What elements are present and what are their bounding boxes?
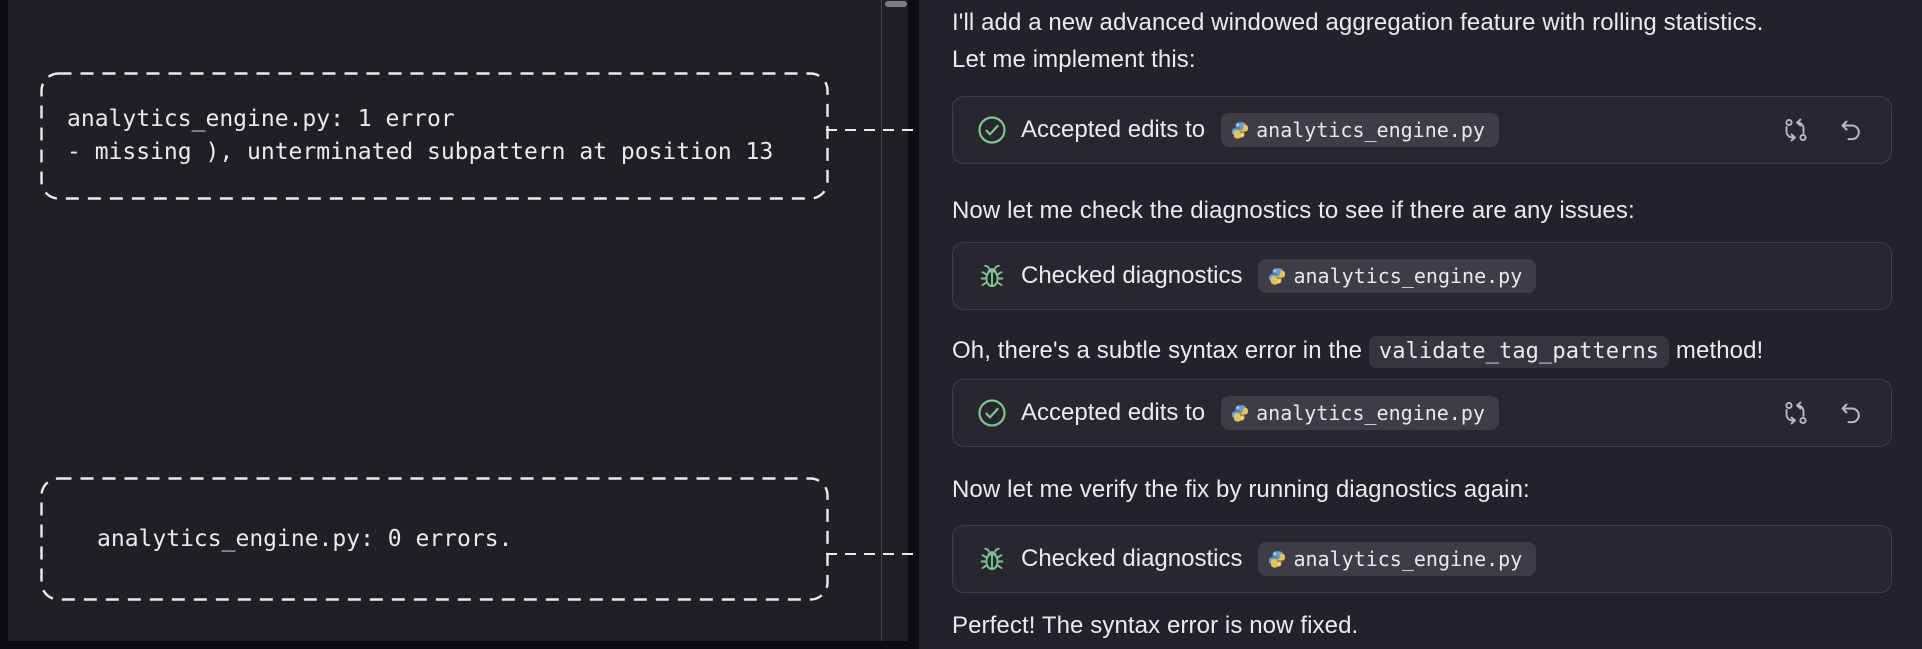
view-diff-button[interactable] [1781, 115, 1811, 145]
diagnostic-text: analytics_engine.py: 0 errors. [40, 477, 829, 601]
assistant-message: Oh, there's a subtle syntax error in the… [952, 332, 1892, 370]
view-diff-button[interactable] [1781, 398, 1811, 428]
connector-line-clean [826, 553, 955, 555]
diagnostic-box-clean: analytics_engine.py: 0 errors. [40, 477, 829, 601]
undo-button[interactable] [1837, 398, 1867, 428]
tool-card-checked-diagnostics[interactable]: Checked diagnostics analytics_engine.py [952, 525, 1892, 593]
diagram-panel: analytics_engine.py: 1 error - missing ),… [0, 0, 919, 649]
assistant-message: I'll add a new advanced windowed aggrega… [952, 4, 1892, 78]
dashed-border [40, 72, 829, 200]
tool-card-checked-diagnostics[interactable]: Checked diagnostics analytics_engine.py [952, 242, 1892, 310]
chat-transcript: I'll add a new advanced windowed aggrega… [919, 0, 1922, 644]
file-chip[interactable]: analytics_engine.py [1221, 396, 1499, 430]
file-name: analytics_engine.py [1293, 547, 1523, 571]
python-icon [1232, 122, 1249, 139]
bug-icon [980, 547, 1004, 571]
inline-code: validate_tag_patterns [1368, 336, 1670, 368]
card-label: Checked diagnostics [1021, 545, 1243, 572]
scrollbar-thumb[interactable] [885, 1, 907, 7]
chat-panel: I'll add a new advanced windowed aggrega… [919, 0, 1922, 649]
file-chip[interactable]: analytics_engine.py [1258, 542, 1537, 576]
message-line: method! [1669, 337, 1764, 364]
file-name: analytics_engine.py [1293, 264, 1523, 288]
diagnostic-text: analytics_engine.py: 1 error - missing ),… [40, 72, 829, 200]
message-line: Let me implement this: [952, 46, 1196, 73]
card-label: Accepted edits to [1021, 399, 1206, 426]
python-icon [1232, 405, 1249, 422]
assistant-message: Now let me verify the fix by running dia… [952, 476, 1530, 503]
diagnostic-line: analytics_engine.py: 0 errors. [97, 525, 513, 552]
diagnostic-line: analytics_engine.py: 1 error [67, 106, 455, 132]
file-chip[interactable]: analytics_engine.py [1258, 259, 1537, 293]
tool-card-accepted-edits[interactable]: Accepted edits to analytics_engine.py [952, 96, 1892, 164]
message-line: Oh, there's a subtle syntax error in the [952, 337, 1369, 364]
bug-icon [980, 264, 1004, 288]
diagnostic-line: - missing ), unterminated subpattern at … [67, 139, 774, 165]
card-actions [1781, 398, 1867, 428]
connector-line-error [826, 129, 955, 131]
card-label: Checked diagnostics [1021, 262, 1243, 289]
dashed-border [40, 477, 829, 601]
diagram-canvas[interactable]: analytics_engine.py: 1 error - missing ),… [8, 0, 908, 641]
assistant-message: Now let me check the diagnostics to see … [952, 197, 1635, 224]
diagnostic-box-error: analytics_engine.py: 1 error - missing ),… [40, 72, 829, 200]
card-label: Accepted edits to [1021, 116, 1206, 143]
tool-card-accepted-edits[interactable]: Accepted edits to analytics_engine.py [952, 379, 1892, 447]
file-chip[interactable]: analytics_engine.py [1221, 113, 1499, 147]
assistant-message: Perfect! The syntax error is now fixed. [952, 612, 1359, 639]
check-circle-icon [978, 399, 1006, 427]
python-icon [1269, 551, 1286, 568]
python-icon [1269, 268, 1286, 285]
undo-icon [1841, 120, 1860, 141]
undo-icon [1841, 403, 1860, 424]
panel-divider[interactable] [881, 0, 882, 641]
message-line: I'll add a new advanced windowed aggrega… [952, 9, 1764, 36]
check-circle-icon [978, 116, 1006, 144]
card-actions [1781, 115, 1867, 145]
diff-icon [1785, 118, 1807, 142]
diff-icon [1785, 401, 1807, 425]
file-name: analytics_engine.py [1256, 118, 1485, 142]
undo-button[interactable] [1837, 115, 1867, 145]
file-name: analytics_engine.py [1256, 401, 1485, 425]
